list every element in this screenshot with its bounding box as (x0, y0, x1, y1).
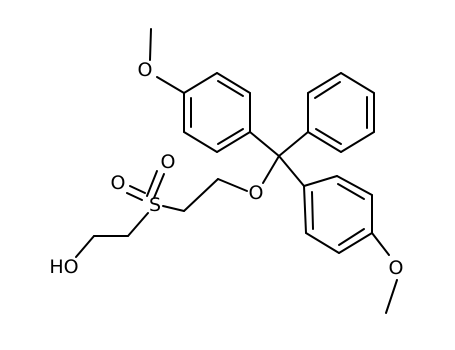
atom-label-hydroxyl: HO (49, 256, 78, 278)
bond-s-o-left-a (129, 185, 146, 194)
bond-center-to-phenyl (278, 131, 309, 157)
bond-ch2-to-ch2 (183, 178, 219, 212)
atom-label-sulfur: S (149, 194, 161, 216)
anisyl-ring-top (183, 72, 251, 153)
bond-ch2-to-hydroxyl (75, 235, 95, 258)
bond-ring-bottom-to-methoxy-o (371, 232, 390, 256)
bond-ring-top-to-center (249, 131, 280, 157)
bond-methyl-top (149, 28, 152, 61)
bond-methyl-bottom (385, 279, 398, 314)
bond-methoxy-o-top-ring (156, 76, 185, 94)
bond-ch2-to-sulfur (162, 205, 185, 212)
atom-label-methoxy-o-top: O (138, 59, 153, 81)
atom-label-ether-o: O (249, 182, 264, 204)
atom-label-methoxy-o-bottom: O (389, 257, 404, 279)
bond-s-o-left-b (126, 192, 143, 201)
atom-label-sulfonyl-o-left: O (111, 172, 126, 194)
bond-s-o-upper-b (153, 173, 165, 199)
phenyl-ring (307, 72, 375, 153)
bond-ether-o-to-ch2 (217, 178, 248, 192)
atom-label-sulfonyl-o-upper: O (161, 151, 176, 173)
anisyl-ring-bottom (303, 175, 373, 254)
bond-sulfur-to-ch2 (127, 212, 149, 237)
bond-center-to-ring-bottom (278, 155, 305, 187)
bond-s-o-upper-a (146, 170, 158, 197)
bond-center-to-ether-o (262, 155, 280, 184)
